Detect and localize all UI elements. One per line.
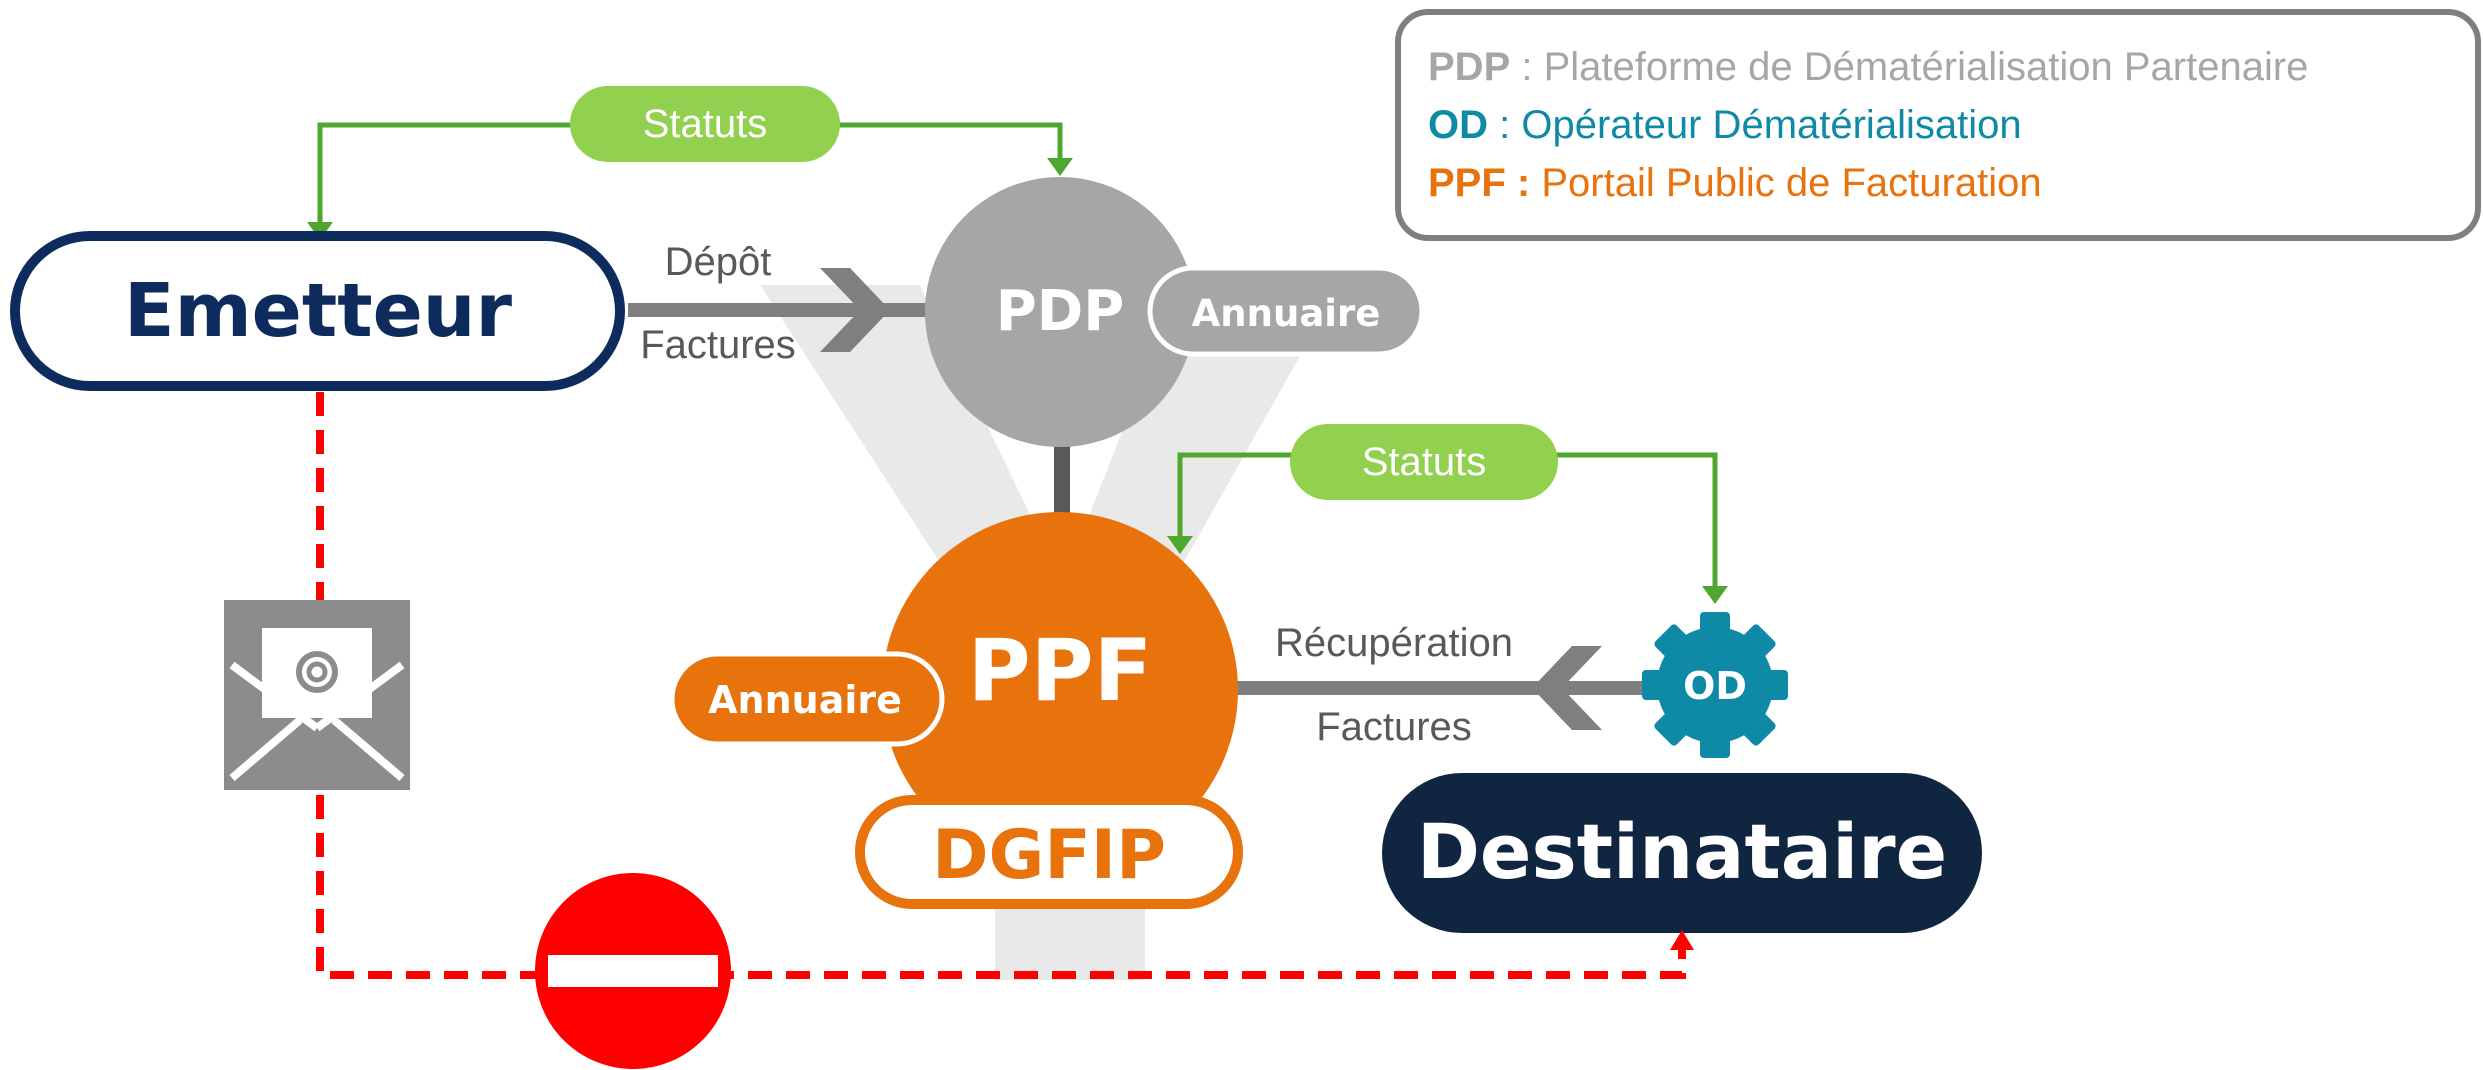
arrowhead-to-od [1702,586,1728,604]
statuts-bottom-pill [1290,424,1558,500]
legend-pdp-abbr: PDP [1428,45,1510,89]
emetteur-node: Emetteur [10,231,625,391]
emetteur-label: Emetteur [124,268,512,354]
legend-od-abbr: OD [1428,103,1488,147]
legend-box: PDP : Plateforme de Dématérialisation Pa… [1395,9,2481,241]
depot-label-line2: Factures [640,323,796,367]
recuperation-label-line1: Récupération [1275,621,1513,665]
arrowhead-to-pdp [1047,158,1073,176]
ppf-label: PPF [968,621,1153,721]
destinataire-label: Destinataire [1417,807,1947,896]
gear-icon [1642,612,1788,758]
legend-ppf: PPF : Portail Public de Facturation [1428,161,2042,205]
ppf-node: PPF [882,512,1238,868]
legend-od-separator: : [1488,103,1521,147]
legend-od: OD : Opérateur Dématérialisation [1428,103,2022,147]
pdp-annuaire-label: Annuaire [1192,292,1381,335]
legend-pdp: PDP : Plateforme de Dématérialisation Pa… [1428,45,2308,89]
ppf-annuaire-label: Annuaire [708,678,902,722]
statuts-top-connector: Statuts [307,86,1073,240]
pdp-annuaire-pill: Annuaire [1147,265,1425,357]
arrowhead-to-destinataire [1670,930,1694,950]
pdp-ppf-connector [1054,440,1070,530]
recuperation-label-line2: Factures [1316,705,1472,749]
destinataire-node: Destinataire [1382,773,1982,933]
email-envelope-icon [224,600,410,790]
od-node: OD [1642,612,1788,758]
legend-ppf-text: Portail Public de Facturation [1541,161,2041,205]
dgfip-label: DGFIP [932,816,1166,895]
statuts-top-pill [570,86,840,162]
legend-pdp-text: Plateforme de Dématérialisation Partenai… [1544,45,2309,89]
recuperation-factures-arrow: Récupération Factures [1230,621,1645,749]
pdp-label: PDP [996,279,1125,344]
arrowhead-to-ppf [1167,536,1193,554]
blocked-email-path [316,392,1694,979]
no-entry-icon [535,873,731,1069]
statuts-bottom-label: Statuts [1362,440,1487,484]
ppf-annuaire-pill: Annuaire [669,651,945,747]
dgfip-pill: DGFIP [855,795,1243,909]
pdp-node: PDP [925,177,1195,447]
depot-factures-arrow: Dépôt Factures [628,240,928,367]
legend-ppf-abbr: PPF [1428,161,1506,205]
statuts-bottom-connector: Statuts [1167,424,1728,604]
legend-ppf-separator: : [1506,161,1542,205]
od-label: OD [1683,664,1747,708]
recuperation-chevron-icon [1532,646,1602,730]
statuts-top-label: Statuts [643,102,768,146]
legend-pdp-separator: : [1510,45,1543,89]
depot-chevron-icon [820,268,890,352]
legend-od-text: Opérateur Dématérialisation [1521,103,2021,147]
depot-label-line1: Dépôt [665,240,772,284]
